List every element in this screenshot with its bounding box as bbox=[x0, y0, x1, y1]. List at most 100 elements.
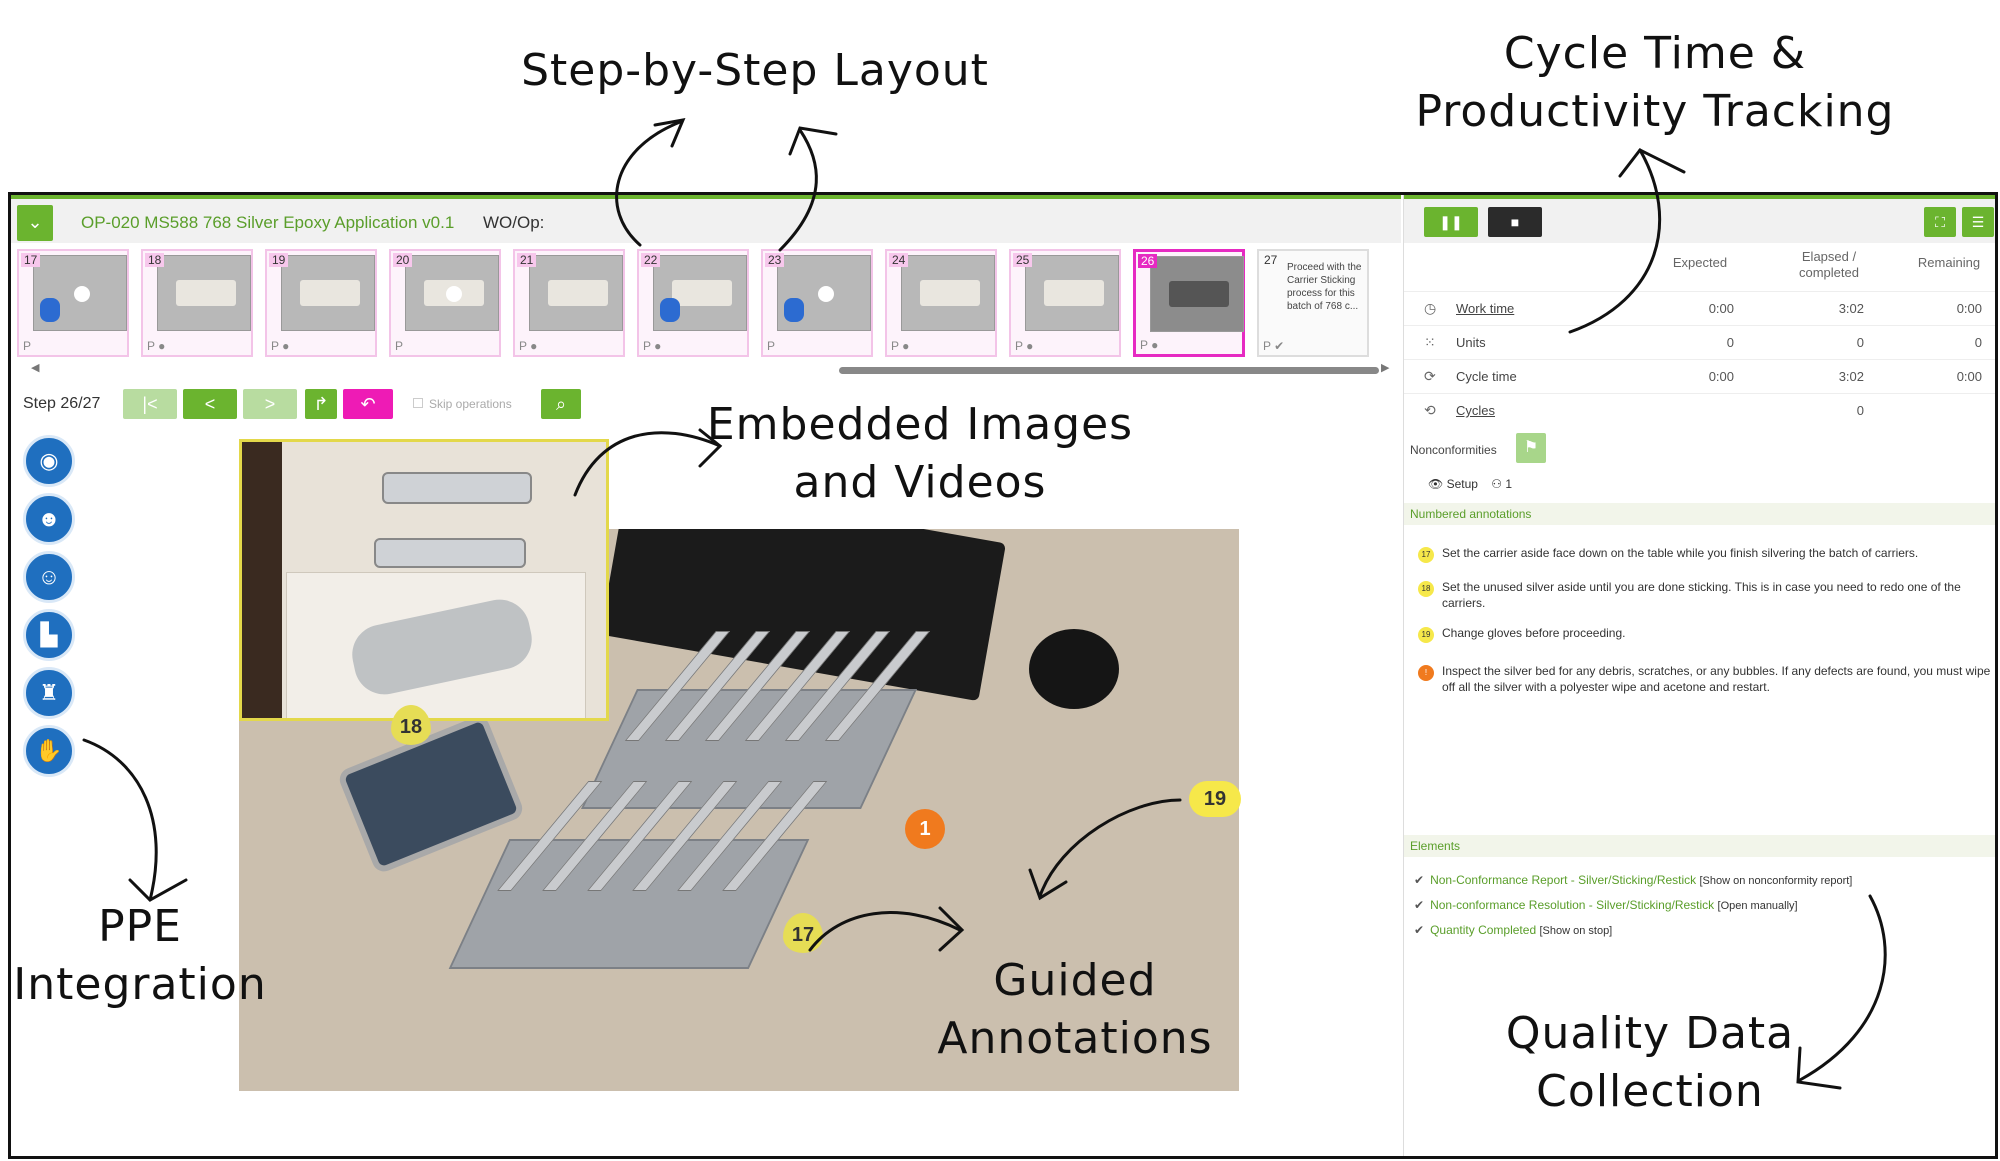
element-item-quantity[interactable]: ✔Quantity Completed [Show on stop] bbox=[1414, 923, 1612, 937]
check-icon: ✔ bbox=[1414, 873, 1425, 887]
thumb-footer: P ● bbox=[891, 339, 910, 353]
metric-remaining: 0 bbox=[1974, 335, 1982, 350]
scroll-right-icon[interactable]: ▶ bbox=[1381, 362, 1390, 374]
element-item-resolution[interactable]: ✔Non-conformance Resolution - Silver/Sti… bbox=[1414, 898, 1798, 912]
stop-button[interactable]: ■ bbox=[1488, 207, 1542, 237]
next-step-button[interactable]: > bbox=[243, 389, 297, 419]
thumb-number: 24 bbox=[889, 253, 909, 267]
callout-embedded-line1: Embedded Images bbox=[706, 399, 1134, 450]
zoom-button[interactable]: ⌕ bbox=[541, 389, 581, 419]
thumb-image bbox=[281, 255, 375, 331]
thumb-number: 20 bbox=[393, 253, 413, 267]
element-link[interactable]: Non-Conformance Report - Silver/Sticking… bbox=[1430, 873, 1697, 887]
thumb-footer: P ✔ bbox=[1263, 339, 1285, 353]
setup-row[interactable]: 👁 Setup ⚇ 1 bbox=[1428, 477, 1512, 491]
annotation-text: Set the unused silver aside until you ar… bbox=[1442, 580, 1961, 610]
undo-button[interactable]: ↶ bbox=[343, 389, 393, 419]
first-step-button[interactable]: |< bbox=[123, 389, 177, 419]
app-window: ⌄ OP-020 MS588 768 Silver Epoxy Applicat… bbox=[8, 192, 1998, 1159]
annotation-item-warning: !Inspect the silver bed for any debris, … bbox=[1418, 663, 1995, 695]
thumb-number: 18 bbox=[145, 253, 165, 267]
list-icon: ☰ bbox=[1971, 214, 1985, 230]
operation-title: OP-020 MS588 768 Silver Epoxy Applicatio… bbox=[81, 213, 455, 232]
respirator-icon: ☺ bbox=[23, 551, 75, 603]
metric-row-work-time: ◷ Work time 0:00 3:02 0:00 bbox=[1404, 291, 1995, 325]
numbered-annotations-header: Numbered annotations bbox=[1404, 503, 1995, 525]
thumb-footer: P ● bbox=[271, 339, 290, 353]
annotation-marker-17[interactable]: 17 bbox=[783, 913, 823, 953]
annotation-text: Set the carrier aside face down on the t… bbox=[1442, 546, 1919, 560]
thumb-number: 23 bbox=[765, 253, 785, 267]
thumb-number: 17 bbox=[21, 253, 41, 267]
annotation-item-18: 18 Set the unused silver aside until you … bbox=[1418, 579, 1995, 611]
thumb-image bbox=[529, 255, 623, 331]
scroll-left-icon[interactable]: ◀ bbox=[31, 362, 40, 374]
menu-button[interactable]: ⌄ bbox=[17, 205, 53, 241]
units-icon: ⁙ bbox=[1424, 334, 1436, 350]
fullscreen-button[interactable]: ⛶ bbox=[1924, 207, 1956, 237]
wo-op-label: WO/Op: bbox=[483, 213, 545, 232]
callout-quality-line2: Collection bbox=[1536, 1066, 1764, 1117]
prev-step-button[interactable]: < bbox=[183, 389, 237, 419]
redo-button[interactable]: ↱ bbox=[305, 389, 337, 419]
callout-ppe-line2: Integration bbox=[13, 959, 267, 1010]
thumb-image bbox=[33, 255, 127, 331]
callout-ppe-line1: PPE bbox=[98, 901, 182, 952]
thumb-number: 26 bbox=[1138, 254, 1158, 268]
skip-operations-label: Skip operations bbox=[429, 397, 512, 411]
menu-list-button[interactable]: ☰ bbox=[1962, 207, 1994, 237]
play-icon bbox=[74, 286, 90, 302]
nonconformity-add-button[interactable]: ⚑ bbox=[1516, 433, 1546, 463]
element-link[interactable]: Non-conformance Resolution - Silver/Stic… bbox=[1430, 898, 1715, 912]
element-note: [Show on nonconformity report] bbox=[1699, 875, 1853, 887]
metric-label[interactable]: Units bbox=[1456, 335, 1486, 350]
metric-label[interactable]: Cycles bbox=[1456, 403, 1496, 418]
col-elapsed-line2: completed bbox=[1799, 265, 1859, 280]
element-link[interactable]: Quantity Completed bbox=[1430, 923, 1537, 937]
thumb-image bbox=[1025, 255, 1119, 331]
thumb-footer: P bbox=[767, 339, 776, 353]
skip-operations-checkbox[interactable]: Skip operations bbox=[413, 397, 512, 411]
thumb-footer: P bbox=[23, 339, 32, 353]
pause-button[interactable]: ❚❚ bbox=[1424, 207, 1478, 237]
thumb-image bbox=[1150, 256, 1244, 332]
step-thumb-24[interactable]: 24 P ● bbox=[885, 249, 997, 357]
col-remaining: Remaining bbox=[1917, 255, 1981, 270]
step-counter: Step 26/27 bbox=[23, 395, 101, 412]
annotation-marker-18[interactable]: 18 bbox=[391, 705, 431, 745]
thumb-image bbox=[653, 255, 747, 331]
col-elapsed-line1: Elapsed / bbox=[1801, 249, 1857, 264]
metric-row-units: ⁙ Units 0 0 0 bbox=[1404, 325, 1995, 359]
right-panel: ❚❚ ■ ⛶ ☰ Expected Elapsed /completed Rem… bbox=[1403, 195, 1995, 1156]
arrowhead-cycle bbox=[1618, 148, 1686, 178]
callout-guided-line2: Annotations bbox=[937, 1013, 1213, 1064]
thumb-text: Proceed with the Carrier Sticking proces… bbox=[1287, 262, 1362, 312]
annotation-marker-1[interactable]: 1 bbox=[905, 809, 945, 849]
timer-toolbar: ❚❚ ■ ⛶ ☰ bbox=[1404, 195, 1995, 243]
annotation-badge: 18 bbox=[1418, 581, 1434, 597]
metric-label[interactable]: Cycle time bbox=[1456, 369, 1517, 384]
annotation-marker-19[interactable]: 19 bbox=[1189, 781, 1241, 817]
thumbnail-scrollbar[interactable]: ◀ ▶ bbox=[17, 362, 1397, 377]
embedded-inset-image[interactable] bbox=[239, 439, 609, 721]
scroll-thumb[interactable] bbox=[839, 367, 1379, 374]
metric-label[interactable]: Work time bbox=[1456, 301, 1515, 316]
metric-remaining: 0:00 bbox=[1956, 301, 1982, 316]
protective-suit-icon: ♜ bbox=[23, 667, 75, 719]
play-icon bbox=[818, 286, 834, 302]
element-item-ncr[interactable]: ✔ Non-Conformance Report - Silver/Stickin… bbox=[1414, 873, 1852, 887]
callout-embedded-line2: and Videos bbox=[793, 457, 1047, 508]
step-navigation: Step 26/27 |< < > ↱ ↶ Skip operations ⌕ bbox=[11, 385, 1401, 425]
arrowhead-step-right bbox=[788, 126, 838, 156]
